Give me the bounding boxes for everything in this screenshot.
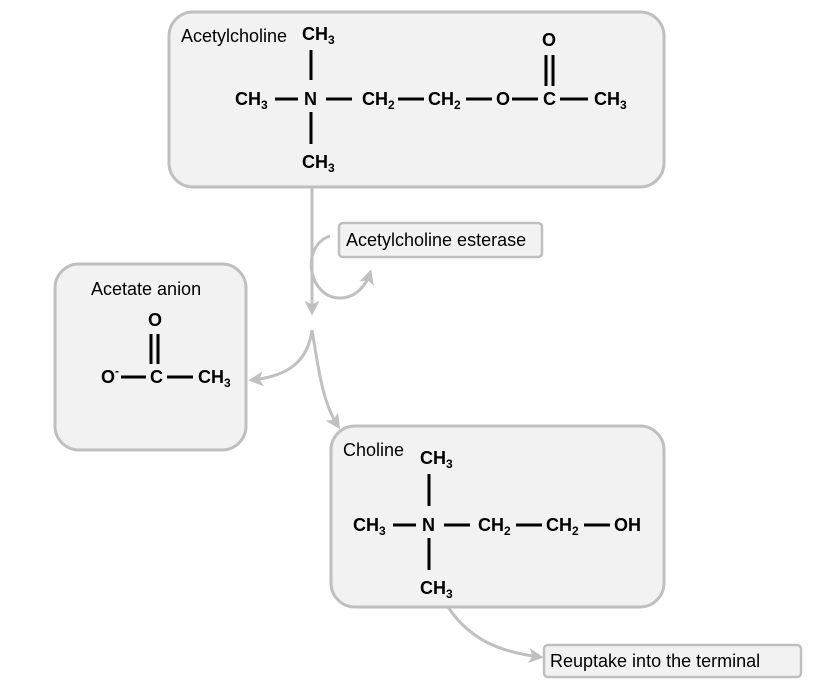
acetate-title: Acetate anion [91, 279, 201, 299]
choline-n: N [422, 515, 435, 535]
acetylcholine-panel: Acetylcholine CH3 CH3 N CH2 CH2 O C CH3 … [167, 10, 666, 189]
acetylcholine-o-ester: O [496, 89, 510, 109]
acetylcholine-ch3-bottom: CH3 [302, 152, 335, 175]
acetylcholine-ch2-a: CH2 [362, 89, 395, 112]
enzyme-label-box [337, 221, 544, 259]
acetylcholine-ch3-right: CH3 [594, 89, 627, 112]
reuptake-arrow [446, 606, 544, 664]
acetate-o-top: O [148, 310, 162, 330]
acetylcholine-ch2-b: CH2 [428, 89, 461, 112]
choline-box [329, 424, 666, 609]
acetylcholine-n: N [304, 89, 317, 109]
choline-ch2-b: CH2 [546, 515, 579, 538]
reuptake-label-box [542, 643, 803, 679]
flow-arrows [248, 187, 544, 664]
acetate-ch3: CH3 [198, 367, 231, 390]
to-choline-arrow [310, 329, 341, 430]
acetylcholine-ch3-left: CH3 [235, 89, 268, 112]
acetylcholine-c: C [543, 89, 556, 109]
acetylcholine-title: Acetylcholine [181, 26, 287, 46]
acetylcholine-ch3-top: CH3 [302, 24, 335, 47]
acetate-c: C [150, 367, 163, 387]
reuptake-label: Reuptake into the terminal [542, 643, 803, 679]
enzyme-label-text: Acetylcholine esterase [346, 230, 526, 250]
choline-title: Choline [343, 440, 404, 460]
choline-ch3-top: CH3 [420, 448, 453, 471]
choline-ch3-left: CH3 [353, 515, 386, 538]
choline-panel: Choline CH3 CH3 N CH2 CH2 OH CH3 [329, 424, 666, 609]
to-acetate-arrow [248, 329, 314, 387]
enzyme-catalysis-arrow [309, 234, 374, 300]
acetate-panel: Acetate anion O O- C CH3 [53, 262, 248, 452]
choline-ch2-a: CH2 [478, 515, 511, 538]
enzyme-label: Acetylcholine esterase [337, 221, 544, 259]
choline-oh: OH [614, 515, 641, 535]
acetylcholine-o-carbonyl: O [542, 30, 556, 50]
choline-ch3-bottom: CH3 [420, 578, 453, 601]
reuptake-label-text: Reuptake into the terminal [550, 651, 760, 671]
acetate-o-minus: O- [101, 364, 119, 387]
